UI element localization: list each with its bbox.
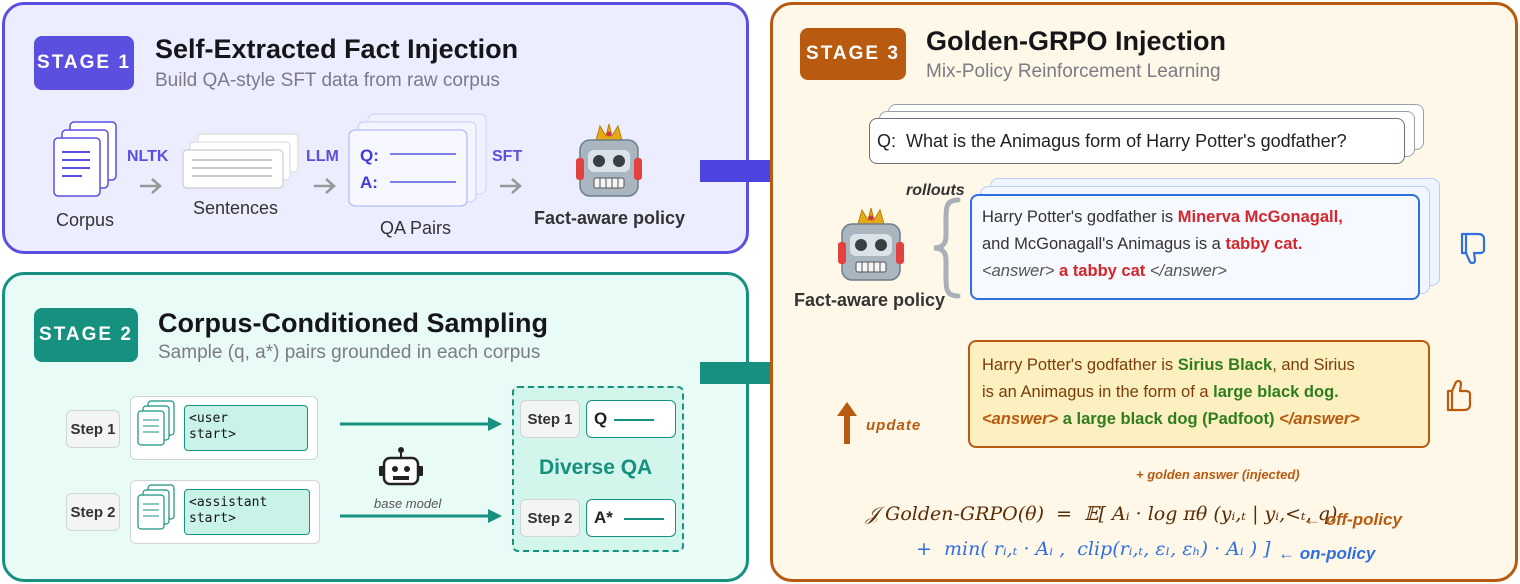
rollout-wrong-entity: Minerva McGonagall,	[1177, 208, 1343, 226]
rollouts-label: rollouts	[906, 182, 965, 199]
update-arrow-icon	[837, 402, 857, 444]
robot-crown-icon	[838, 207, 904, 281]
diverse-a-label: A*	[594, 508, 613, 527]
stage1-badge: STAGE 1	[34, 36, 134, 90]
sentences-stack-icon	[182, 133, 299, 189]
golden-animal: large black dog.	[1213, 383, 1339, 401]
golden-text: is an Animagus in the form of a	[982, 383, 1214, 401]
fact-aware-policy-label: Fact-aware policy	[534, 208, 686, 228]
arrow-right-icon	[500, 178, 522, 194]
rollout-text: and McGonagall's Animagus is a	[982, 235, 1226, 253]
doc-stack-icon	[137, 484, 175, 530]
arrow-right-icon	[140, 178, 162, 194]
diverse-q-line	[614, 419, 654, 421]
doc-stack-icon	[137, 400, 175, 446]
corpus-label: Corpus	[56, 210, 115, 230]
golden-text: , and Sirius	[1272, 356, 1355, 374]
sentences-label: Sentences	[193, 198, 279, 218]
answer-close-tag: </answer>	[1279, 410, 1360, 428]
diverse-a-line	[624, 518, 664, 520]
arrow-right-icon	[340, 417, 502, 431]
golden-answer: a large black dog (Padfoot)	[1058, 410, 1280, 428]
stage1-title: Self-Extracted Fact Injection	[155, 34, 519, 64]
llm-label: LLM	[306, 148, 339, 165]
golden-answer-card: Harry Potter's godfather is Sirius Black…	[968, 340, 1430, 448]
qa-q-label: Q:	[360, 146, 379, 165]
nltk-label: NLTK	[127, 148, 169, 165]
update-label: update	[866, 417, 922, 434]
base-model-label: base model	[374, 496, 442, 511]
diverse-step1-box: Step 1	[520, 400, 580, 438]
golden-note: + golden answer (injected)	[1136, 467, 1300, 482]
brace-icon	[933, 197, 961, 299]
stage2-badge: STAGE 2	[34, 308, 138, 362]
step2-label-box: Step 2	[66, 493, 120, 531]
step1-label-box: Step 1	[66, 410, 120, 448]
thumbs-down-icon	[1460, 232, 1486, 265]
stage3-policy-label: Fact-aware policy	[794, 290, 946, 310]
answer-open-tag: <answer>	[982, 262, 1055, 280]
on-policy-label: ← on-policy	[1278, 544, 1376, 563]
rollout-answer: a tabby cat	[1054, 262, 1150, 280]
assistant-start-tag: <assistant start>	[184, 489, 310, 535]
question-card	[869, 118, 1405, 164]
robot-crown-icon	[576, 123, 642, 197]
diverse-qa-title: Diverse QA	[539, 456, 653, 479]
golden-entity: Sirius Black	[1177, 356, 1273, 374]
diverse-step2-box: Step 2	[520, 499, 580, 537]
thumbs-up-icon	[1446, 379, 1472, 412]
stage1-subtitle: Build QA-style SFT data from raw corpus	[155, 70, 500, 91]
corpus-docs-icon	[53, 121, 117, 197]
objective-formula-line1: 𝒥 Golden-GRPO(θ) = 𝔼[ Aᵢ · log πθ (yᵢ,ₜ …	[866, 503, 1338, 525]
stage2-title: Corpus-Conditioned Sampling	[158, 308, 548, 338]
qa-pairs-stack-icon	[348, 113, 487, 207]
question-text: Q: What is the Animagus form of Harry Po…	[877, 131, 1347, 151]
rollout-card: Harry Potter's godfather is Minerva McGo…	[970, 194, 1420, 300]
stage3-title: Golden-GRPO Injection	[926, 26, 1227, 56]
stage3-badge: STAGE 3	[800, 28, 906, 80]
diverse-q-box	[586, 400, 676, 438]
qa-pairs-label: QA Pairs	[380, 218, 452, 238]
rollout-wrong-animal: tabby cat.	[1225, 235, 1303, 253]
base-model-robot-icon	[379, 447, 423, 486]
answer-close-tag: </answer>	[1149, 262, 1227, 280]
diverse-q-label: Q	[594, 409, 608, 428]
user-start-tag: <user start>	[184, 405, 308, 451]
off-policy-label: ← off-policy	[1304, 510, 1402, 529]
objective-formula-line2: + min( rᵢ,ₜ · Aᵢ , clip(rᵢ,ₜ, εₗ, εₕ) · …	[916, 538, 1271, 560]
stage3-subtitle: Mix-Policy Reinforcement Learning	[926, 61, 1221, 82]
golden-text: Harry Potter's godfather is	[982, 356, 1178, 374]
answer-open-tag: <answer>	[982, 410, 1059, 428]
arrow-right-icon	[340, 509, 502, 523]
rollout-text: Harry Potter's godfather is	[982, 208, 1178, 226]
qa-a-label: A:	[360, 173, 378, 192]
stage2-subtitle: Sample (q, a*) pairs grounded in each co…	[158, 342, 541, 363]
arrow-right-icon	[314, 178, 336, 194]
sft-label: SFT	[492, 148, 523, 165]
